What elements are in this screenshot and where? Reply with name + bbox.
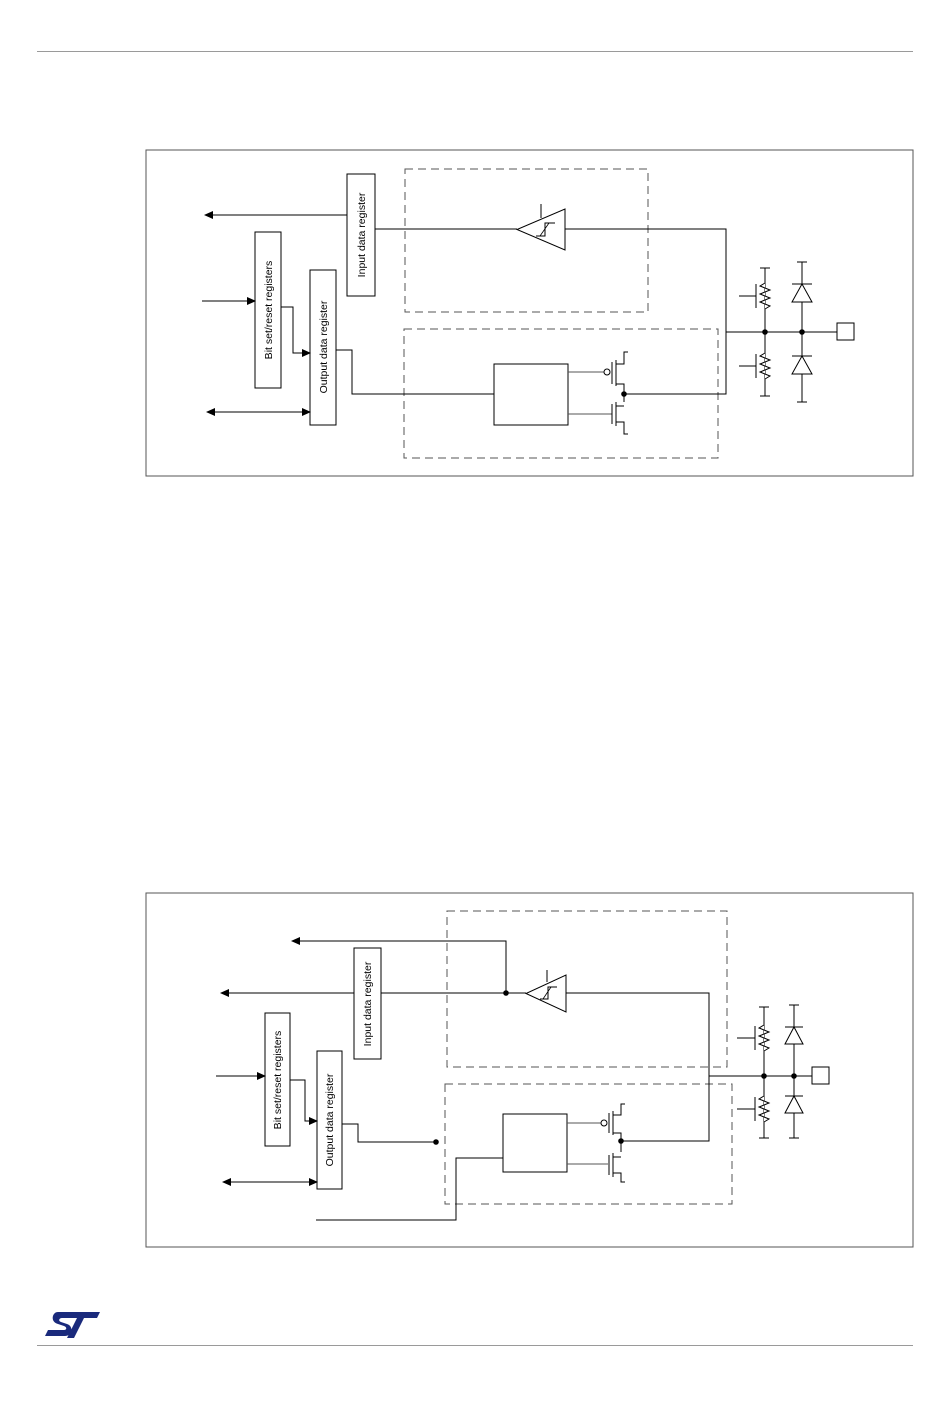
input-data-register-label: Input data register: [356, 192, 368, 277]
pull-down-resistor-icon: [760, 353, 770, 379]
output-data-register-label: Output data register: [318, 300, 330, 393]
diagram-2-svg: Input data register Bit set/reset regist…: [0, 870, 950, 1270]
bitset-to-output-arrow-2: [290, 1080, 317, 1121]
driver-output-wire-2: [621, 1076, 709, 1141]
protection-diode-high-icon-2: [785, 1027, 803, 1044]
diagram-gpio-alternate-function: Input data register Bit set/reset regist…: [0, 870, 950, 1270]
st-logo-icon: [44, 1309, 102, 1339]
io-pin-pad-2: [812, 1067, 829, 1084]
pin-to-trigger-wire-2: [566, 993, 709, 1076]
protection-diode-high-icon: [792, 284, 812, 302]
output-data-register-label-2: Output data register: [324, 1073, 336, 1166]
pull-down-resistor-icon-2: [759, 1096, 769, 1122]
pin-to-trigger-wire: [565, 229, 726, 332]
input-driver-dashed-box: [405, 169, 648, 312]
output-register-to-control-wire: [336, 350, 494, 394]
diagram-gpio-input-output: Input data register Bit set/reset regist…: [0, 0, 950, 500]
output-control-box-2: [503, 1114, 567, 1172]
pull-up-resistor-icon-2: [759, 1025, 769, 1051]
figure-frame-2: [146, 893, 913, 1247]
diagram-1-svg: Input data register Bit set/reset regist…: [0, 0, 950, 500]
bitset-register-label: Bit set/reset registers: [263, 261, 275, 360]
alternate-function-input-arrow: [292, 941, 506, 993]
bitset-register-label-2: Bit set/reset registers: [272, 1031, 284, 1130]
pull-up-resistor-icon: [760, 283, 770, 309]
output-control-box: [494, 364, 568, 425]
output-register-to-driver-wire-2: [342, 1124, 436, 1142]
io-pin-pad: [837, 323, 854, 340]
alternate-function-output-wire: [316, 1158, 503, 1220]
input-driver-dashed-box-2: [447, 911, 727, 1067]
input-data-register-label-2: Input data register: [362, 961, 374, 1046]
pmos-gate-bubble-icon: [604, 369, 610, 375]
protection-diode-low-icon: [792, 356, 812, 374]
schmitt-trigger-icon-2: [526, 975, 566, 1012]
footer-rule: [37, 1345, 913, 1346]
pmos-gate-bubble-icon-2: [601, 1120, 607, 1126]
output-driver-dashed-box-2: [445, 1084, 732, 1204]
protection-diode-low-icon-2: [785, 1096, 803, 1113]
driver-output-wire: [624, 332, 726, 394]
bitset-to-output-arrow: [281, 307, 310, 353]
